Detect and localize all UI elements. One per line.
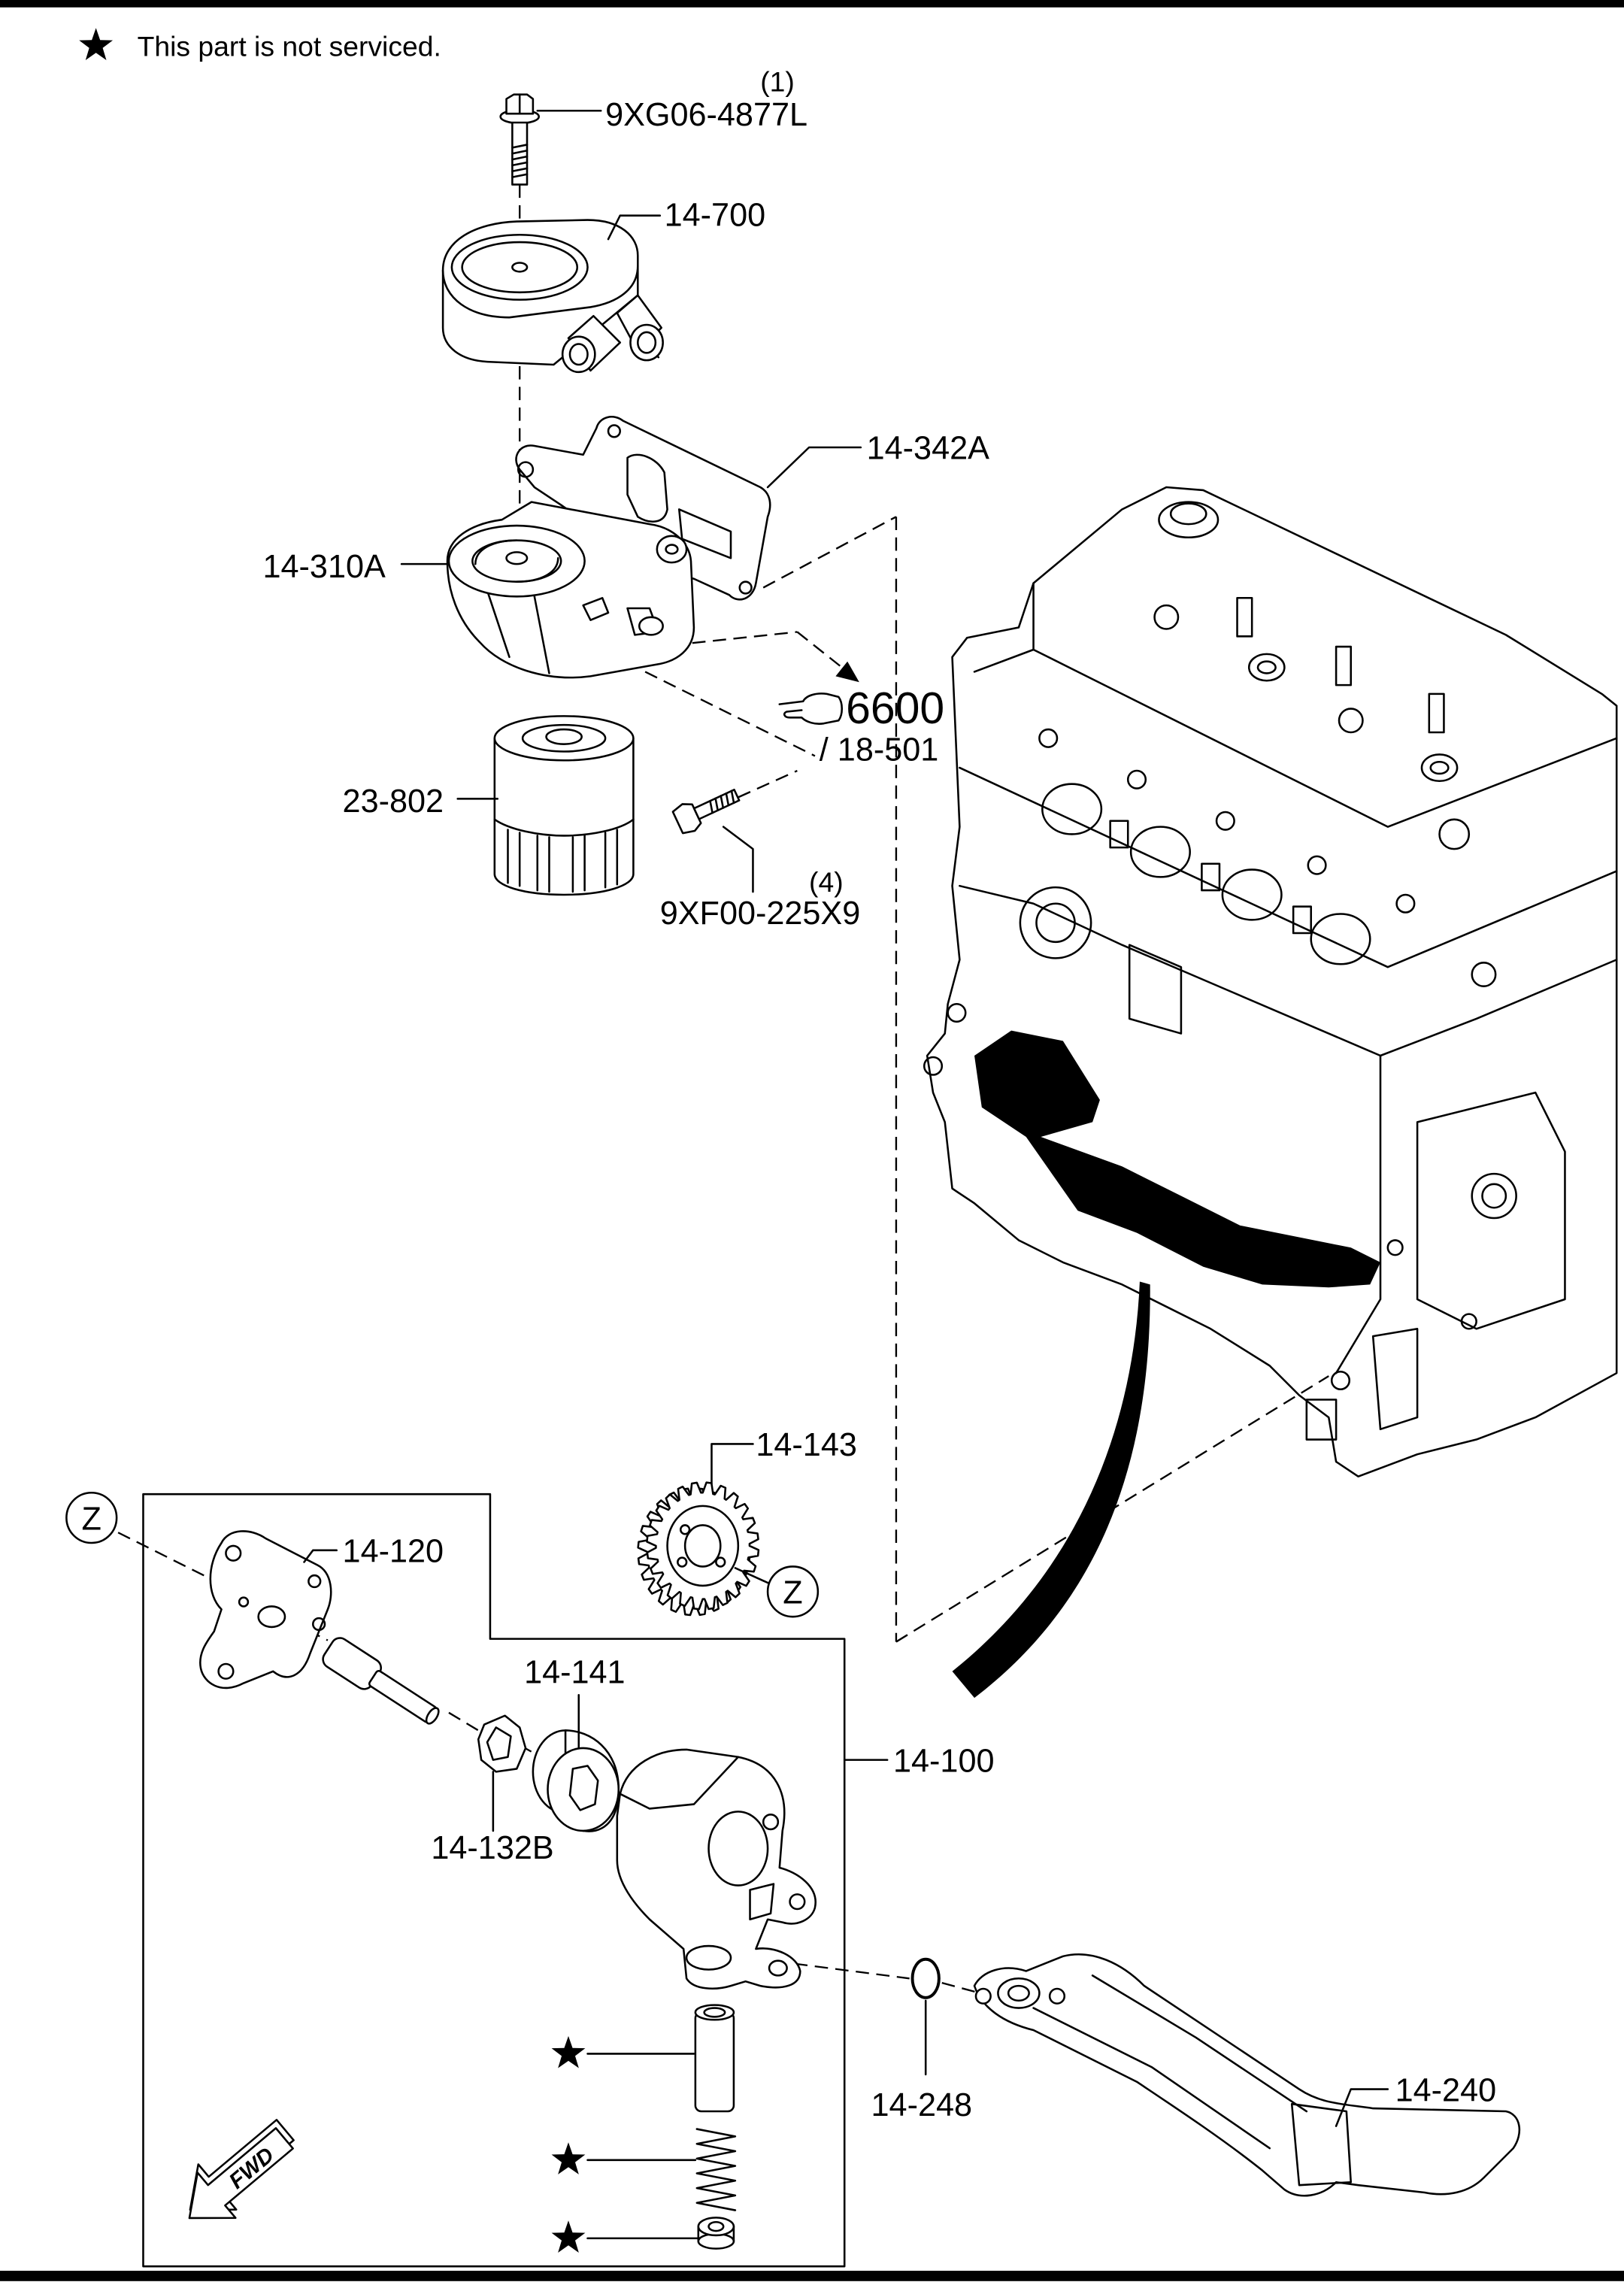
oil-strainer-label: 14-240 (1395, 2072, 1496, 2108)
curved-pointer-arrow (952, 1281, 1150, 1699)
oil-pump-label: 14-100 (893, 1743, 994, 1779)
gasket-label: 14-342A (867, 431, 989, 467)
fwd-arrow-icon: FWD (188, 2119, 295, 2220)
reference-number: 6600 (846, 684, 944, 733)
oil-cooler (441, 214, 664, 374)
inner-rotor-label: 14-132B (431, 1830, 553, 1866)
bolt-top (499, 93, 602, 186)
star-icon (551, 2142, 586, 2174)
z-marker-left-text: Z (82, 1501, 102, 1537)
filter-adapter-label: 14-310A (263, 549, 386, 585)
bolt-top-qty: (1) (760, 66, 795, 98)
oil-pump-body (616, 1748, 817, 1990)
oil-filter-label: 23-802 (343, 783, 444, 820)
reference-sub: / 18-501 (820, 732, 938, 768)
top-rule (0, 0, 1624, 8)
pump-cover (199, 1530, 338, 1690)
bottom-rule (0, 2271, 1624, 2281)
oil-pump-assembly-frame (142, 1493, 846, 2268)
bolt-adapter-qty: (4) (809, 866, 844, 898)
z-marker-right-text: Z (783, 1575, 802, 1611)
pointing-hand-icon (778, 692, 844, 725)
o-ring-label: 14-248 (871, 2087, 972, 2123)
star-icon (551, 2220, 586, 2253)
bolt-adapter (671, 788, 754, 893)
z-marker-left: Z (65, 1491, 118, 1544)
bolt-adapter-part-number: 9XF00-225X9 (660, 896, 861, 932)
oil-cooler-label: 14-700 (665, 197, 765, 233)
oil-filter (456, 715, 635, 896)
o-ring (910, 1957, 941, 2076)
star-icon (79, 28, 114, 60)
inner-rotor (477, 1714, 527, 1832)
star-icon (551, 2035, 586, 2068)
engine-block (923, 486, 1618, 1477)
legend-text: This part is not serviced. (138, 31, 441, 62)
pump-drive-shaft (322, 1637, 440, 1725)
drive-gear-label: 14-143 (756, 1427, 856, 1463)
relief-valve-plug (697, 2217, 735, 2250)
oil-strainer (973, 1953, 1521, 2197)
bolt-top-part-number: 9XG06-4877L (605, 97, 807, 133)
outer-rotor-label: 14-141 (524, 1655, 625, 1691)
outer-rotor (532, 1693, 620, 1832)
gasket (515, 416, 862, 601)
drive-gear (637, 1443, 769, 1617)
relief-valve-spring (695, 2128, 737, 2211)
strainer-highlight (974, 1030, 1380, 1288)
z-marker-right: Z (766, 1565, 820, 1618)
relief-valve-plunger (694, 2004, 735, 2113)
pump-cover-label: 14-120 (343, 1534, 444, 1570)
filter-adapter (400, 501, 695, 679)
